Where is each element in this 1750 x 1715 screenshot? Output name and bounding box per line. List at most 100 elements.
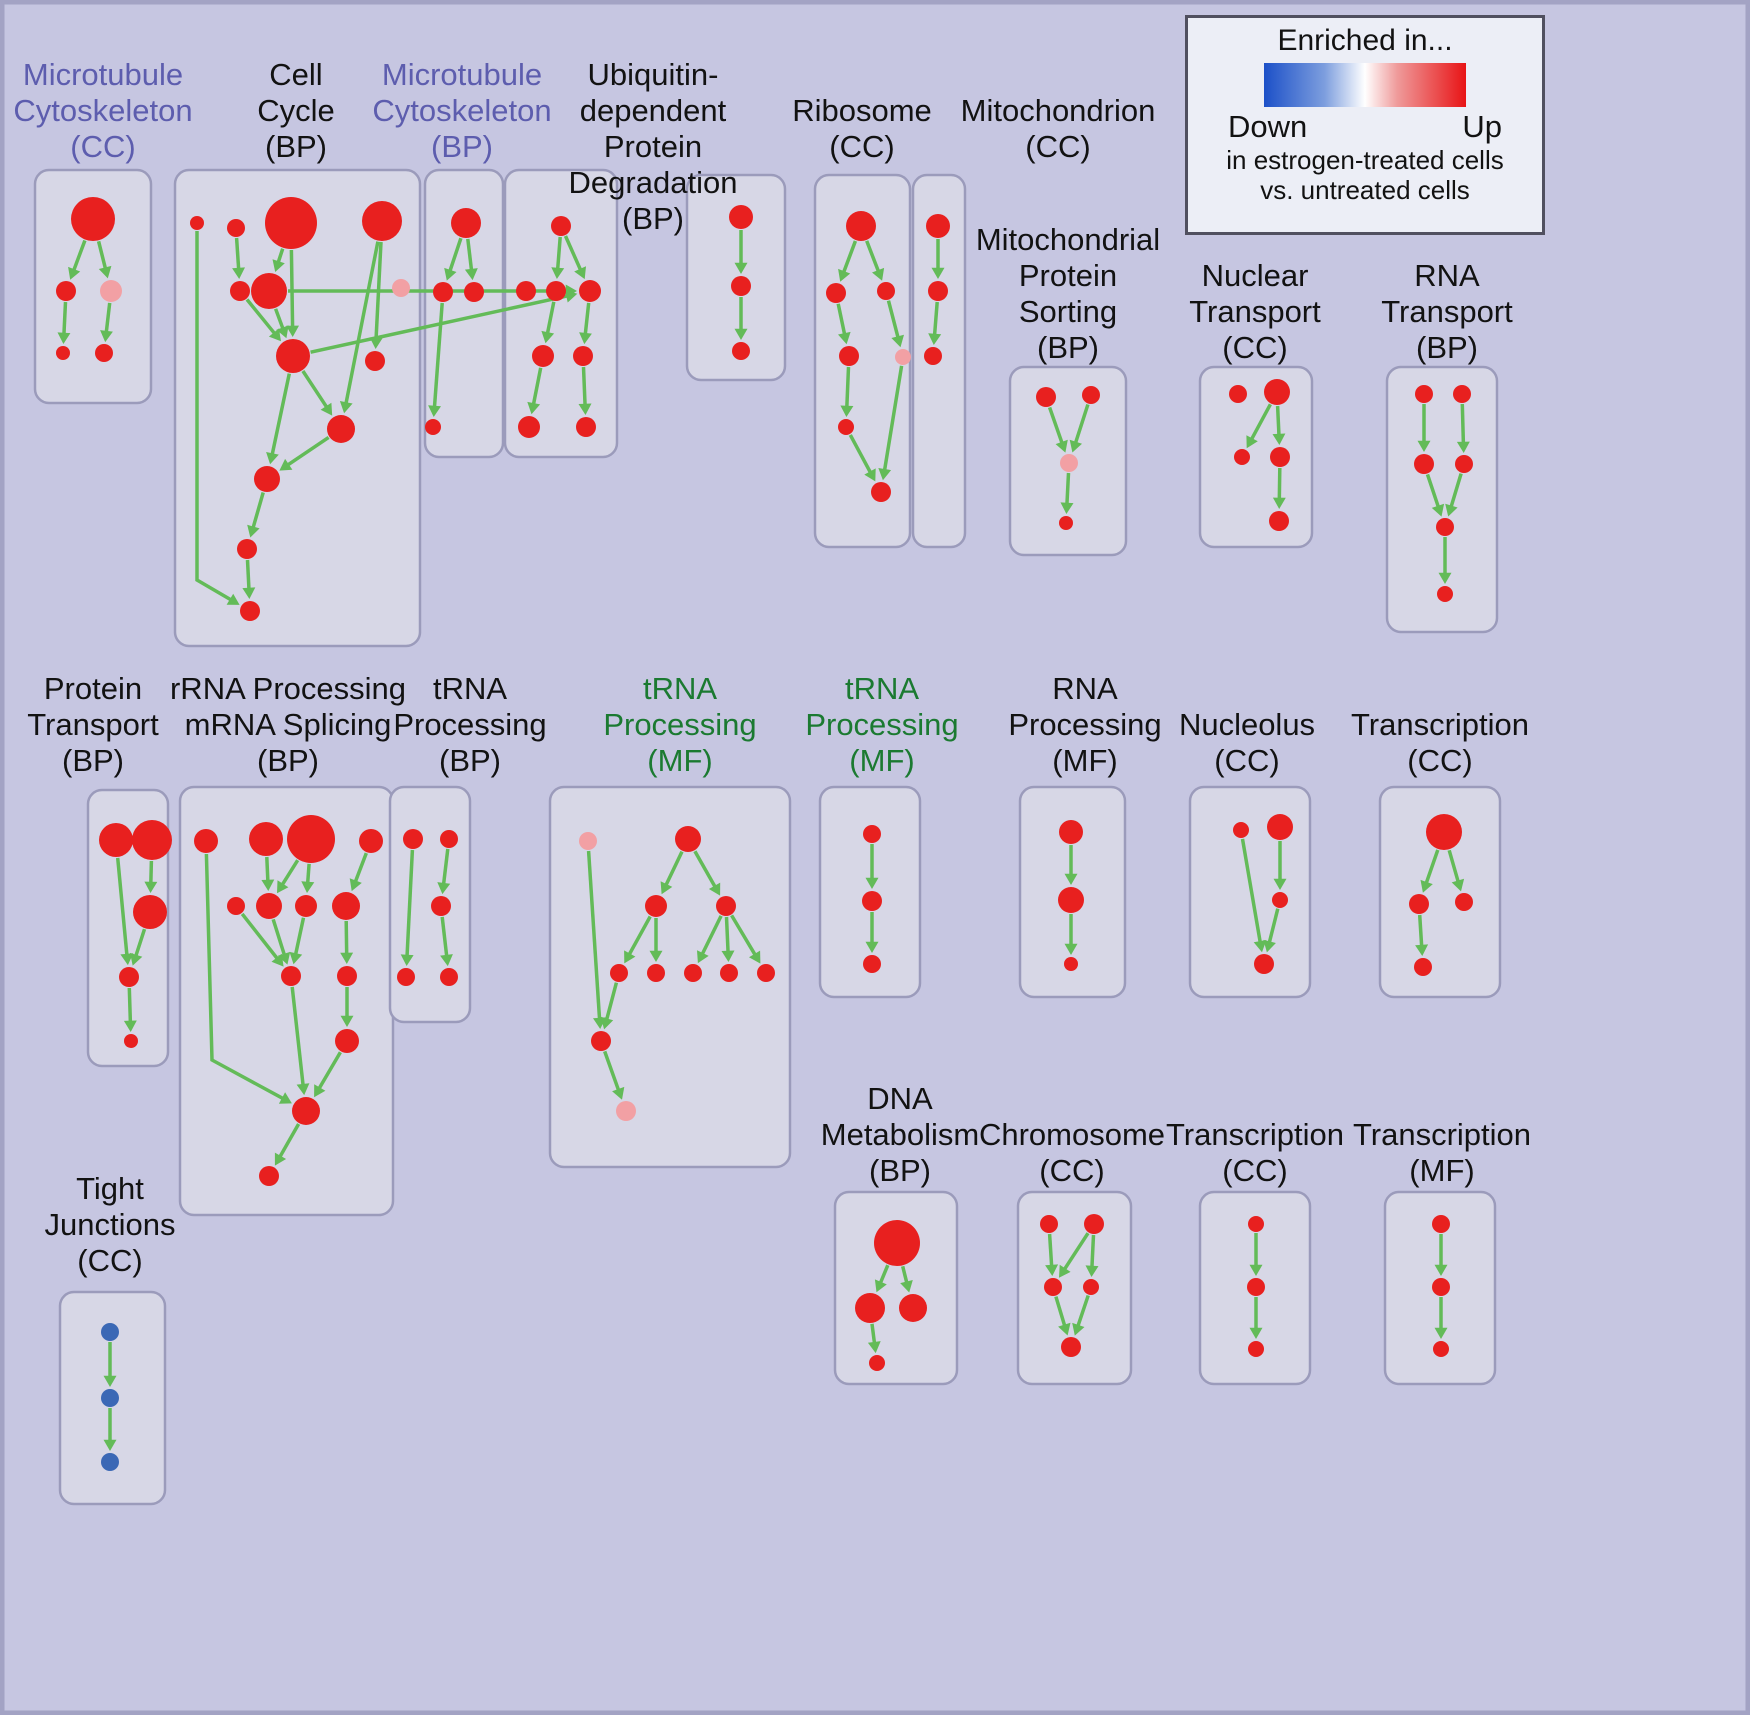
tight-junctions-cc-node bbox=[101, 1453, 119, 1471]
edge-arrow bbox=[127, 987, 133, 1024]
arrowhead bbox=[278, 1092, 292, 1104]
trna-processing-mf-large-node bbox=[616, 1101, 636, 1121]
arrowhead bbox=[578, 403, 592, 415]
rna-processing-mf-node bbox=[1058, 887, 1084, 913]
arrowhead bbox=[286, 325, 299, 337]
microtubule-cytoskeleton-cc-node bbox=[56, 346, 70, 360]
edge-arrow bbox=[62, 301, 68, 336]
nuclear-transport-cc-node bbox=[1270, 447, 1290, 467]
nuclear-transport-cc-node bbox=[1229, 385, 1247, 403]
arrowhead bbox=[574, 266, 586, 280]
edge-arrow bbox=[276, 248, 285, 264]
mitochondrion-cc-node bbox=[924, 347, 942, 365]
edge-arrow bbox=[1065, 472, 1071, 506]
edge-arrow bbox=[1062, 1232, 1090, 1272]
edge-arrow bbox=[1075, 1294, 1090, 1328]
rrna-processing-mrna-splicing-bp-node bbox=[281, 966, 301, 986]
arrowhead bbox=[1417, 440, 1431, 452]
cell-cycle-bp-node bbox=[227, 219, 245, 237]
arrowhead bbox=[1069, 439, 1082, 453]
edge-arrow bbox=[285, 435, 330, 468]
legend-gradient-bar bbox=[1264, 63, 1466, 107]
microtubule-cytoskeleton-cc-node bbox=[71, 197, 115, 241]
edge-arrow bbox=[133, 928, 147, 958]
transcription-cc-bottom-node bbox=[1247, 1278, 1265, 1296]
rrna-processing-mrna-splicing-bp-node bbox=[194, 829, 218, 853]
edge-arrow bbox=[265, 856, 270, 883]
arrowhead bbox=[1438, 572, 1452, 584]
ribosome-cc-node bbox=[826, 283, 846, 303]
arrowhead bbox=[874, 1279, 887, 1293]
trna-processing-mf-large-node bbox=[716, 896, 736, 916]
edge-arrow bbox=[700, 915, 723, 956]
edge-arrow bbox=[581, 366, 587, 407]
arrowhead bbox=[274, 1152, 287, 1166]
edge-arrow bbox=[305, 863, 311, 885]
edge-arrow bbox=[882, 365, 904, 472]
transcription-cc-mid-node bbox=[1455, 893, 1473, 911]
edge-arrow bbox=[563, 235, 583, 272]
legend-up-label: Up bbox=[1462, 109, 1502, 144]
legend-subtitle-2: vs. untreated cells bbox=[1260, 175, 1470, 205]
microtubule-cytoskeleton-bp-node bbox=[451, 208, 481, 238]
trna-processing-mf-small-node bbox=[862, 891, 882, 911]
arrowhead bbox=[541, 330, 555, 344]
edge-arrow bbox=[273, 308, 285, 331]
arrowhead bbox=[1064, 943, 1078, 955]
edge-arrow bbox=[1249, 403, 1272, 442]
edge-arrow bbox=[1047, 1233, 1054, 1268]
trna-processing-mf-large-box bbox=[548, 785, 792, 1169]
edge-arrow bbox=[1417, 914, 1424, 948]
rna-transport-bp-node bbox=[1455, 455, 1473, 473]
mitochondrial-protein-sorting-bp-node bbox=[1059, 516, 1073, 530]
arrowhead bbox=[649, 950, 663, 962]
arrowhead bbox=[279, 458, 293, 471]
ubiquitin-degradation-bp-1-node bbox=[579, 280, 601, 302]
rna-transport-bp-node bbox=[1453, 385, 1471, 403]
edge-arrow bbox=[317, 1051, 342, 1091]
ubiquitin-degradation-bp-1-node bbox=[573, 346, 593, 366]
edge-arrow bbox=[845, 366, 851, 409]
edge-arrow bbox=[432, 302, 444, 409]
arrowhead bbox=[721, 950, 735, 962]
cell-cycle-bp-node bbox=[392, 279, 410, 297]
arrowhead bbox=[120, 953, 134, 966]
arrowhead bbox=[242, 587, 256, 599]
nucleolus-cc-label: Nucleolus(CC) bbox=[1179, 707, 1315, 778]
edge-arrow bbox=[604, 982, 619, 1022]
arrowhead bbox=[57, 332, 71, 344]
arrowhead bbox=[1058, 1322, 1071, 1336]
edge-arrow bbox=[310, 293, 569, 354]
edge-arrow bbox=[886, 300, 900, 340]
arrowhead bbox=[296, 1083, 310, 1096]
arrowhead bbox=[1420, 879, 1433, 893]
rrna-processing-mrna-splicing-bp-node bbox=[227, 897, 245, 915]
transcription-cc-bottom-label: Transcription(CC) bbox=[1166, 1117, 1344, 1188]
trna-processing-mf-large-node bbox=[757, 964, 775, 982]
edge-arrow bbox=[405, 849, 415, 958]
arrowhead bbox=[551, 267, 565, 279]
edge-arrow bbox=[96, 240, 108, 271]
arrowhead bbox=[68, 266, 81, 280]
edge-arrow bbox=[663, 850, 684, 887]
edge-arrow bbox=[693, 850, 718, 889]
arrowhead bbox=[1045, 1264, 1059, 1276]
chromosome-cc-box bbox=[1016, 1190, 1133, 1386]
nucleolus-cc-node bbox=[1233, 822, 1249, 838]
edge-arrow bbox=[1054, 1296, 1067, 1328]
arrowhead bbox=[314, 1084, 326, 1098]
trna-processing-mf-small-node bbox=[863, 825, 881, 843]
legend-scale-labels: Down Up bbox=[1188, 109, 1542, 145]
arrowhead bbox=[1431, 503, 1445, 517]
arrowhead bbox=[1445, 503, 1458, 517]
arrowhead bbox=[1249, 1327, 1263, 1339]
dna-metabolism-bp-node bbox=[869, 1355, 885, 1371]
ribosome-cc-label: Ribosome(CC) bbox=[792, 93, 932, 164]
